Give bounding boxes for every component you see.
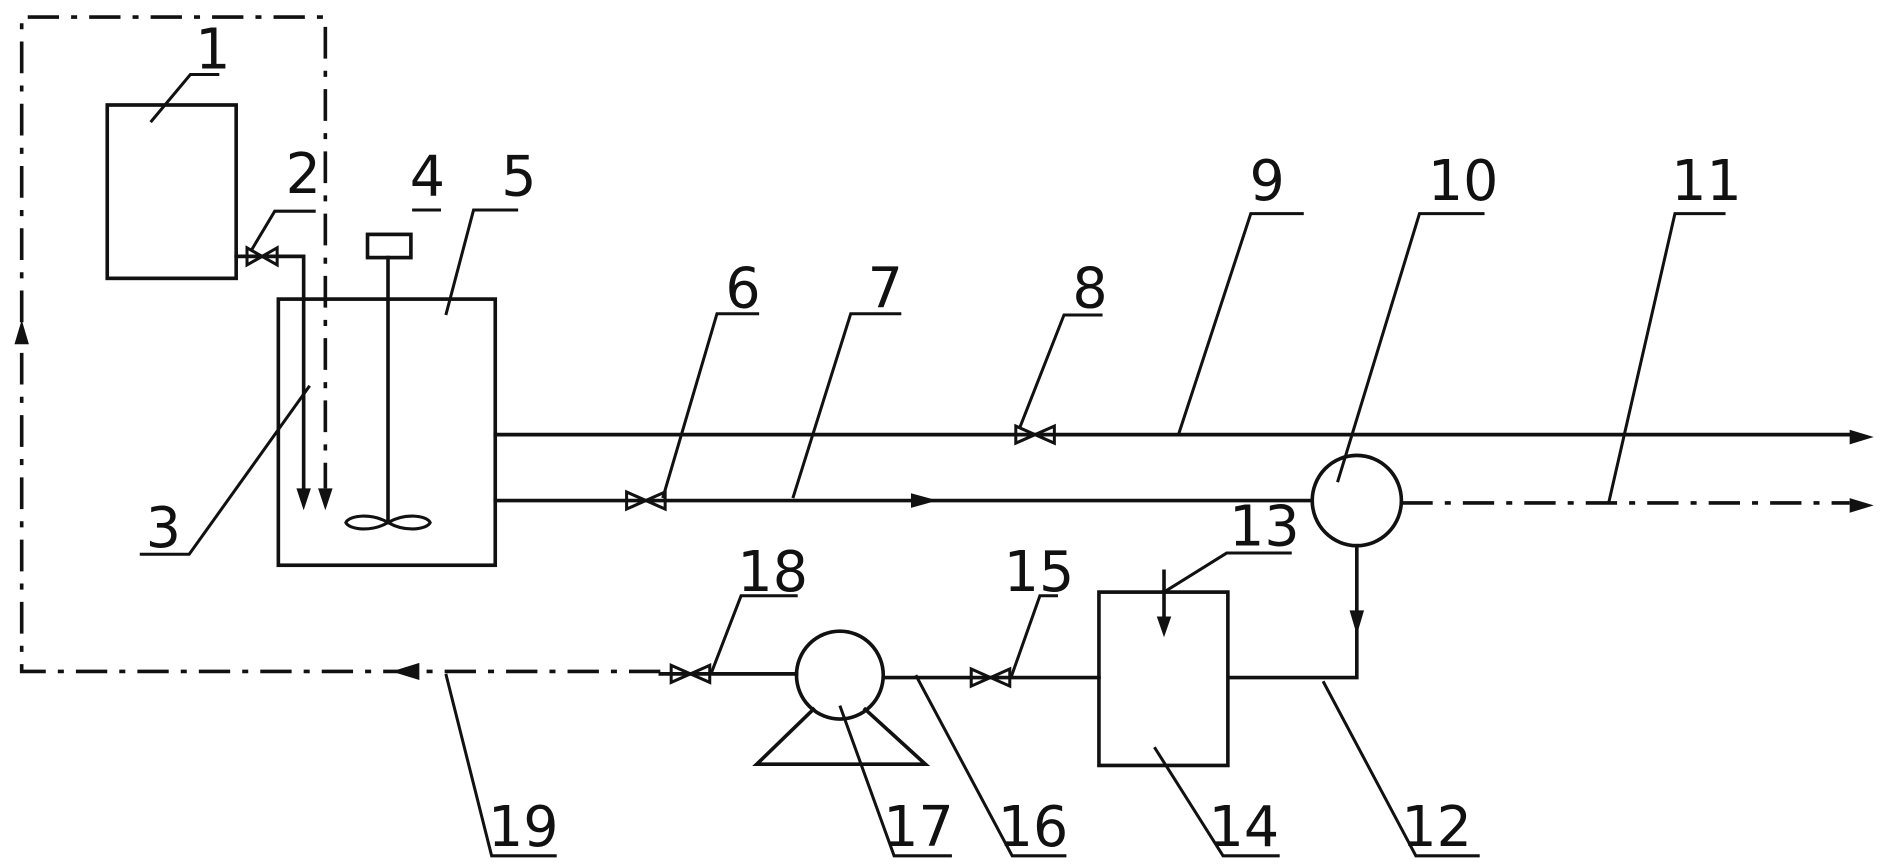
- inlet-13-arrow: [1156, 616, 1172, 638]
- reagent-dosing-arrow: [296, 488, 311, 511]
- recycle-loop-line: [19, 15, 661, 674]
- label-10: 10: [1428, 149, 1499, 214]
- label-9: 9: [1250, 149, 1285, 214]
- label-8: 8: [1072, 256, 1107, 321]
- recycle-into-tank-arrow: [318, 488, 333, 511]
- valve-18: [669, 663, 712, 685]
- recycle-up-arrow: [14, 319, 29, 345]
- label-14: 14: [1209, 795, 1280, 860]
- label-4: 4: [410, 144, 445, 209]
- valve-8: [1014, 423, 1056, 446]
- label-12: 12: [1401, 795, 1472, 860]
- line-12-arrow: [1349, 610, 1365, 635]
- label-7: 7: [868, 256, 903, 321]
- line-12: [1227, 543, 1359, 680]
- label-6: 6: [725, 256, 760, 321]
- stirrer-impeller: [344, 514, 432, 531]
- reagent-tank-1: [105, 103, 238, 281]
- label-11: 11: [1671, 149, 1742, 214]
- separator-10: [1310, 453, 1404, 548]
- label-18: 18: [737, 540, 808, 605]
- pump-17-base: [752, 706, 931, 767]
- valve-2: [245, 245, 279, 268]
- label-17: 17: [883, 795, 954, 860]
- label-19: 19: [488, 795, 559, 860]
- label-5: 5: [501, 144, 536, 209]
- label-2: 2: [286, 142, 321, 207]
- label-13: 13: [1229, 494, 1300, 559]
- label-1: 1: [195, 17, 230, 82]
- outlet-line-11-arrow: [1849, 498, 1874, 513]
- stirrer-motor-4: [365, 232, 413, 260]
- recycle-left-arrow: [391, 662, 420, 680]
- reagent-dosing-line: [234, 254, 306, 491]
- outlet-line-7-arrow: [910, 493, 938, 508]
- label-15: 15: [1004, 540, 1075, 605]
- label-3: 3: [146, 496, 181, 561]
- outlet-line-9-arrow: [1849, 429, 1874, 445]
- leader-lines: [139, 72, 1726, 858]
- valve-15: [969, 666, 1012, 689]
- label-16: 16: [998, 795, 1069, 860]
